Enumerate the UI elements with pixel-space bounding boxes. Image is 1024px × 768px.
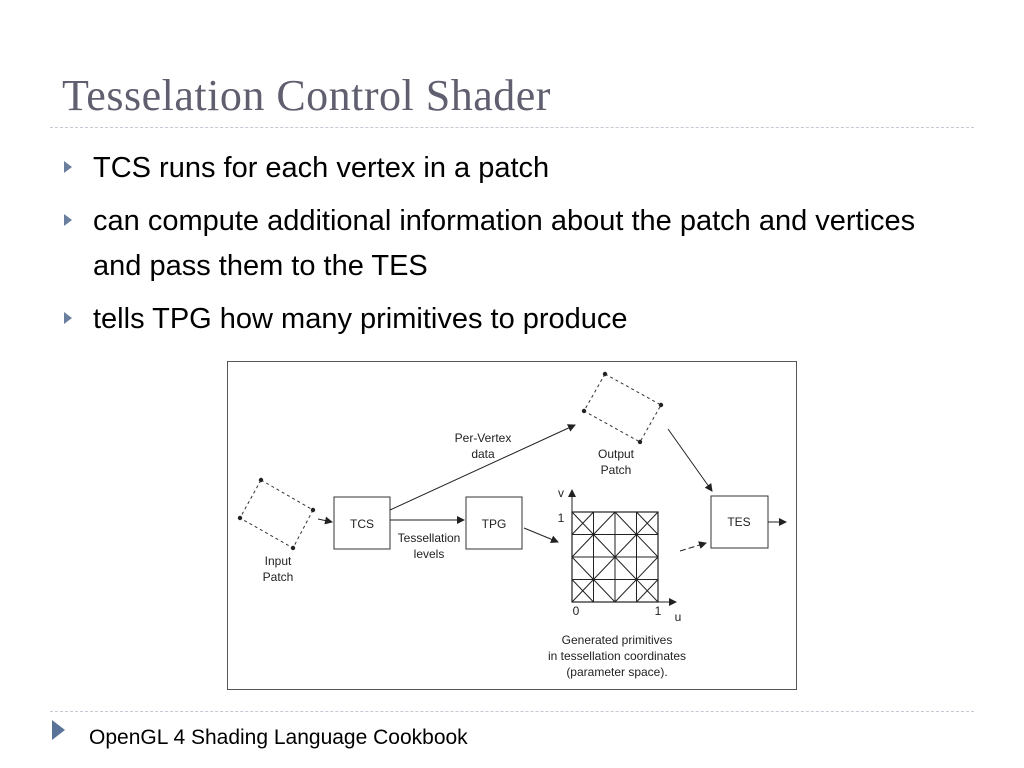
title-divider <box>50 127 974 128</box>
input-patch-shape <box>237 477 316 551</box>
bullet-item: TCS runs for each vertex in a patch <box>64 146 964 191</box>
bullet-text: tells TPG how many primitives to produce <box>93 303 628 335</box>
bullet-arrow-icon <box>64 161 72 173</box>
per-vertex-data-arrow <box>389 424 576 511</box>
tessellation-diagram: Input Patch TCS Tessellation levels Per-… <box>227 361 797 690</box>
diagram-canvas: Input Patch TCS Tessellation levels Per-… <box>237 371 787 679</box>
footer-text: OpenGL 4 Shading Language Cookbook <box>89 726 468 749</box>
generated-primitives-caption: Generated primitives <box>562 633 673 647</box>
tcs-box <box>333 496 391 550</box>
grid-to-tes-arrow <box>679 541 707 552</box>
input-to-tcs-arrow <box>317 516 333 525</box>
u-one-label: 1 <box>655 604 662 618</box>
v-one-label: 1 <box>558 511 565 525</box>
bullet-list: TCS runs for each vertex in a patch can … <box>64 146 964 350</box>
tessellation-levels-label: levels <box>414 547 445 561</box>
bullet-text: TCS runs for each vertex in a patch <box>93 152 550 184</box>
input-patch-label: Input <box>265 554 292 568</box>
v-axis-label: v <box>558 486 564 500</box>
output-patch-label: Output <box>598 447 635 461</box>
slide-title: Tesselation Control Shader <box>62 71 551 120</box>
per-vertex-label: data <box>471 447 495 461</box>
bullet-text: can compute additional information about… <box>93 205 916 282</box>
output-to-tes-arrow <box>667 428 713 492</box>
generated-primitives-caption: in tessellation coordinates <box>548 649 686 663</box>
output-patch-shape <box>581 371 664 445</box>
bullet-item: tells TPG how many primitives to produce <box>64 297 964 342</box>
footer-arrow-icon <box>52 720 65 740</box>
parameter-space-grid <box>571 511 659 603</box>
tpg-box <box>465 496 523 550</box>
tpg-label: TPG <box>482 517 507 531</box>
generated-primitives-caption: (parameter space). <box>566 665 667 679</box>
bullet-arrow-icon <box>64 214 72 226</box>
tpg-to-grid-arrow <box>523 527 559 544</box>
bullet-item: can compute additional information about… <box>64 199 964 289</box>
tcs-label: TCS <box>350 517 374 531</box>
footer-divider <box>50 711 974 712</box>
tessellation-levels-label: Tessellation <box>398 531 461 545</box>
per-vertex-label: Per-Vertex <box>455 431 512 445</box>
input-patch-label: Patch <box>263 570 294 584</box>
u-zero-label: 0 <box>573 604 580 618</box>
output-patch-label: Patch <box>601 463 632 477</box>
tes-label: TES <box>727 515 750 529</box>
u-axis-label: u <box>675 610 682 624</box>
bullet-arrow-icon <box>64 312 72 324</box>
